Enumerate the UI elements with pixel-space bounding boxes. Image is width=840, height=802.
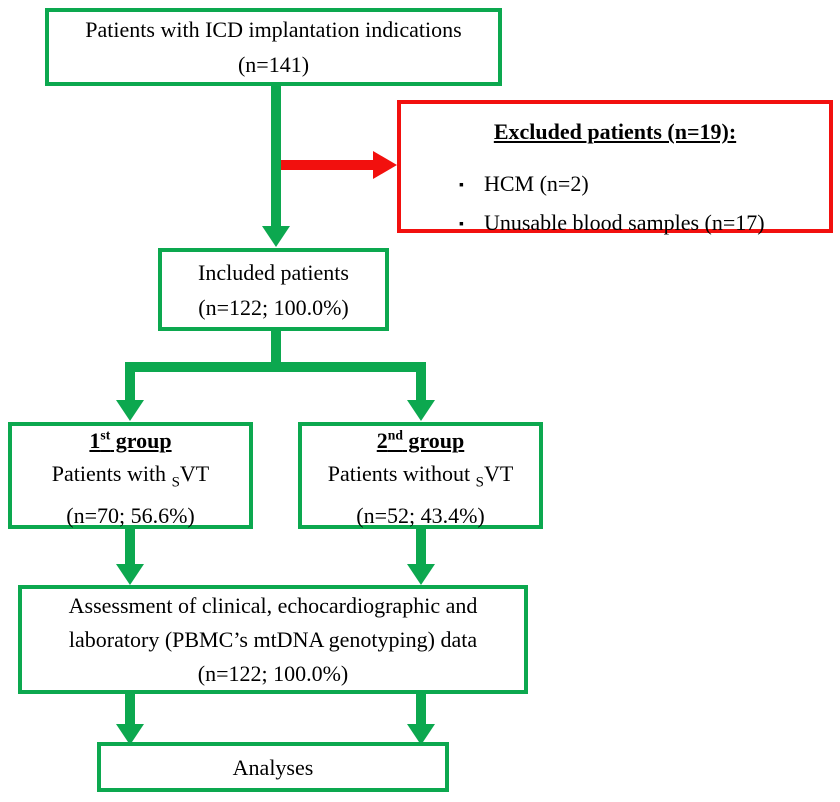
- box-group1: 1st group Patients with SVT (n=70; 56.6%…: [8, 422, 253, 529]
- arrow-stem-right: [416, 371, 426, 401]
- group1-description: Patients with SVT: [51, 460, 210, 491]
- group1-count: (n=70; 56.6%): [66, 503, 195, 529]
- arrow-stem: [416, 693, 426, 725]
- excluded-bullet-hcm-label: HCM (n=2): [483, 171, 589, 196]
- arrow-stem: [271, 330, 281, 363]
- arrow-stem-left: [125, 371, 135, 401]
- analyses-label: Analyses: [232, 754, 314, 780]
- arrowhead-down-icon: [262, 226, 290, 247]
- group1-title-text: 1st group: [89, 427, 172, 453]
- box-analyses: Analyses: [97, 742, 449, 792]
- arrowhead-down-icon: [116, 564, 144, 585]
- box-excluded-patients: Excluded patients (n=19): ▪ HCM (n=2) ▪ …: [397, 100, 833, 235]
- icd-indications-count: (n=141): [237, 52, 310, 77]
- assessment-line2: laboratory (PBMC’s mtDNA genotyping) dat…: [68, 626, 478, 652]
- group2-count: (n=52; 43.4%): [356, 503, 485, 529]
- arrow-stem: [271, 85, 281, 227]
- arrow-stem: [125, 528, 135, 565]
- icd-indications-line1: Patients with ICD implantation indicatio…: [85, 17, 462, 42]
- included-count: (n=122; 100.0%): [198, 294, 349, 320]
- excluded-title: Excluded patients (n=19):: [493, 119, 737, 144]
- arrowhead-down-icon: [407, 564, 435, 585]
- arrowhead-down-icon: [407, 724, 435, 745]
- excluded-bullet-blood: ▪ Unusable blood samples (n=17): [401, 205, 829, 244]
- excluded-bullet-blood-label: Unusable blood samples (n=17): [483, 210, 765, 235]
- arrowhead-right-icon: [373, 151, 397, 179]
- group1-title: 1st group: [89, 419, 171, 457]
- arrow-stem: [281, 160, 374, 170]
- assessment-count: (n=122; 100.0%): [197, 660, 349, 686]
- group2-title-text: 2nd group: [376, 427, 465, 453]
- group2-title: 2nd group: [377, 419, 465, 457]
- arrow-stem: [416, 528, 426, 565]
- box-assessment: Assessment of clinical, echocardiographi…: [18, 585, 528, 694]
- bullet-square-icon: ▪: [459, 178, 464, 193]
- box-group2: 2nd group Patients without SVT (n=52; 43…: [298, 422, 543, 529]
- assessment-line1: Assessment of clinical, echocardiographi…: [68, 592, 478, 618]
- arrowhead-down-icon: [407, 400, 435, 421]
- included-line1: Included patients: [198, 259, 349, 285]
- arrowhead-down-icon: [116, 724, 144, 745]
- arrow-crossbar: [125, 362, 426, 372]
- excluded-bullet-hcm: ▪ HCM (n=2): [401, 166, 829, 205]
- group2-description: Patients without SVT: [327, 460, 514, 491]
- box-icd-indications: Patients with ICD implantation indicatio…: [45, 8, 502, 86]
- bullet-square-icon: ▪: [459, 217, 464, 232]
- box-included-patients: Included patients (n=122; 100.0%): [158, 248, 389, 331]
- arrowhead-down-icon: [116, 400, 144, 421]
- arrow-stem: [125, 693, 135, 725]
